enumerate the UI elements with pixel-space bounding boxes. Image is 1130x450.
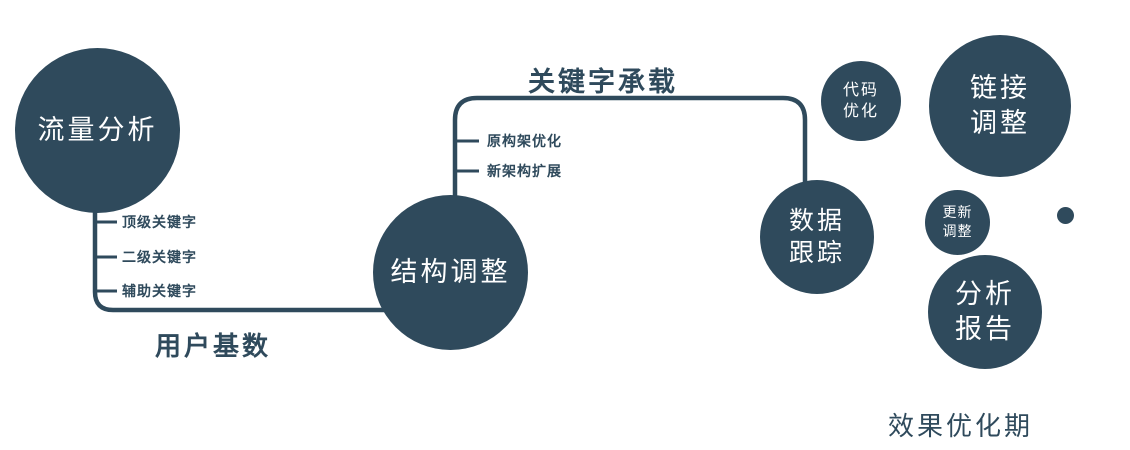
node-data-tracking: 数据 跟踪 [760, 180, 874, 294]
node-link-adjust-line2: 调整 [970, 108, 1030, 139]
connector-top-ticks [455, 139, 479, 173]
node-analysis-report-line2: 报告 [955, 314, 1015, 345]
node-traffic-analysis-label: 流量分析 [37, 114, 158, 146]
node-code-optimize-line1: 代码 [842, 80, 879, 100]
footer-label: 效果优化期 [888, 412, 1034, 442]
node-code-optimize-line2: 优化 [842, 101, 879, 120]
node-data-tracking-line2: 跟踪 [788, 238, 845, 267]
branch-label-new-arch: 新架构扩展 [487, 164, 562, 180]
branch-label-top-keywords: 顶级关键字 [122, 215, 197, 231]
node-update-adjust-line2: 调整 [942, 223, 973, 240]
connector-left-ticks [95, 220, 117, 293]
connector-top-path [452, 95, 808, 210]
node-data-tracking-line1: 数据 [788, 205, 845, 235]
branch-label-original-arch: 原构架优化 [487, 134, 562, 150]
node-traffic-analysis: 流量分析 [15, 48, 180, 213]
node-analysis-report: 分析 报告 [928, 255, 1042, 369]
branch-label-aux-keywords: 辅助关键字 [122, 284, 197, 300]
edge-label-user-base: 用户基数 [155, 332, 272, 362]
branch-label-second-keywords: 二级关键字 [122, 250, 197, 266]
bullet-dot [1057, 207, 1074, 224]
node-code-optimize: 代码 优化 [821, 61, 901, 141]
node-analysis-report-line1: 分析 [955, 278, 1015, 310]
node-link-adjust-line1: 链接 [970, 72, 1030, 104]
node-update-adjust-line1: 更新 [942, 205, 973, 222]
node-link-adjust: 链接 调整 [929, 35, 1071, 177]
node-structure-adjust: 结构调整 [373, 195, 528, 350]
node-structure-adjust-label: 结构调整 [390, 256, 511, 288]
edge-label-keyword-carry: 关键字承载 [528, 67, 678, 98]
node-update-adjust: 更新 调整 [925, 190, 990, 255]
